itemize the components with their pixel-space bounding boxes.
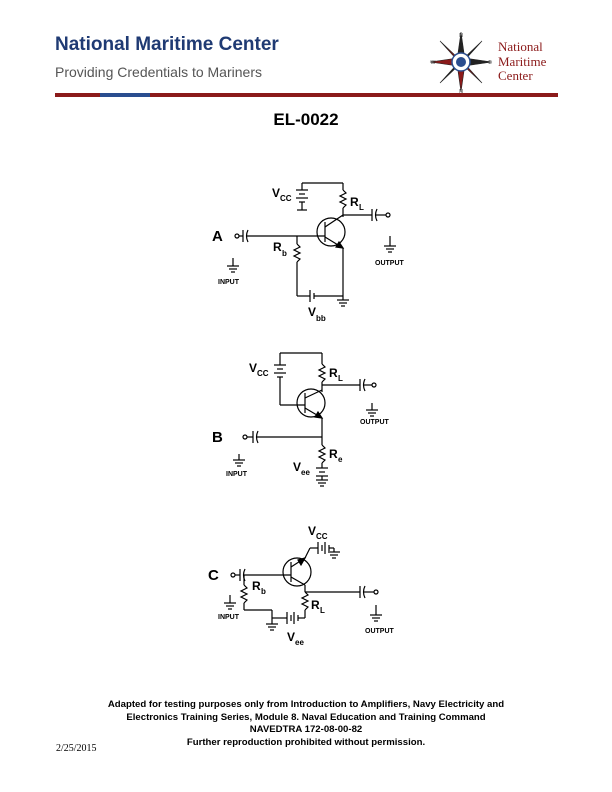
header-title: National Maritime Center — [55, 34, 279, 55]
label-rl-sub: L — [359, 203, 364, 212]
document-id: EL-0022 — [273, 110, 339, 129]
label-input: INPUT — [218, 614, 240, 621]
label-vcc-sub: CC — [257, 369, 269, 378]
footer-line: Electronics Training Series, Module 8. N… — [126, 711, 486, 723]
header-rule-accent — [100, 93, 150, 97]
circuit-letter-c: C — [208, 567, 219, 584]
label-rb: R — [252, 579, 261, 593]
logo-wordmark: National Maritime Center — [498, 39, 547, 84]
label-rl: R — [350, 195, 359, 209]
document-date: 2/25/2015 — [56, 743, 97, 754]
label-vbb-sub: bb — [316, 314, 326, 323]
footer-line: Adapted for testing purposes only from I… — [107, 699, 505, 710]
label-vcc: V — [249, 361, 257, 375]
label-vcc-sub: CC — [280, 194, 292, 203]
label-input: INPUT — [226, 471, 248, 478]
compass-s-label: N — [459, 89, 463, 94]
label-vee-sub: ee — [301, 468, 310, 477]
label-vcc: V — [272, 186, 280, 200]
footer-line: Further reproduction prohibited without … — [186, 736, 426, 748]
label-vcc-sub: CC — [316, 532, 328, 541]
label-vee: V — [287, 630, 295, 644]
label-rb-sub: b — [261, 587, 266, 596]
compass-e-label: E — [488, 60, 492, 66]
label-rl-sub: L — [338, 374, 343, 383]
label-vee: V — [293, 460, 301, 474]
label-re: R — [329, 447, 338, 461]
label-vbb: V — [308, 305, 316, 319]
circuit-letter-b: B — [212, 429, 223, 446]
logo-text-line: Maritime — [498, 53, 547, 69]
footer-citation: Adapted for testing purposes only from I… — [60, 699, 552, 749]
label-input: INPUT — [218, 279, 240, 286]
label-output: OUTPUT — [365, 628, 395, 635]
logo-text-line: National — [498, 39, 543, 54]
label-rb-sub: b — [282, 249, 287, 258]
label-rl-sub: L — [320, 606, 325, 615]
label-rl: R — [311, 598, 320, 612]
header-rule — [55, 93, 558, 97]
circuit-c — [224, 542, 382, 631]
circuit-a — [227, 182, 396, 307]
compass-rose-logo-icon: N N W E — [429, 31, 492, 94]
label-vcc: V — [308, 524, 316, 538]
label-rb: R — [273, 240, 282, 254]
logo-text-line: Center — [498, 68, 533, 83]
label-re-sub: e — [338, 455, 343, 464]
circuit-b — [233, 352, 378, 487]
label-vee-sub: ee — [295, 638, 304, 647]
footer-line: NAVEDTRA 172-08-00-82 — [249, 724, 363, 735]
compass-n-label: N — [459, 33, 463, 39]
compass-w-label: W — [431, 60, 436, 66]
label-rl: R — [329, 366, 338, 380]
header-subtitle: Providing Credentials to Mariners — [55, 64, 262, 80]
label-output: OUTPUT — [375, 260, 405, 267]
circuit-letter-a: A — [212, 228, 223, 245]
label-output: OUTPUT — [360, 419, 390, 426]
